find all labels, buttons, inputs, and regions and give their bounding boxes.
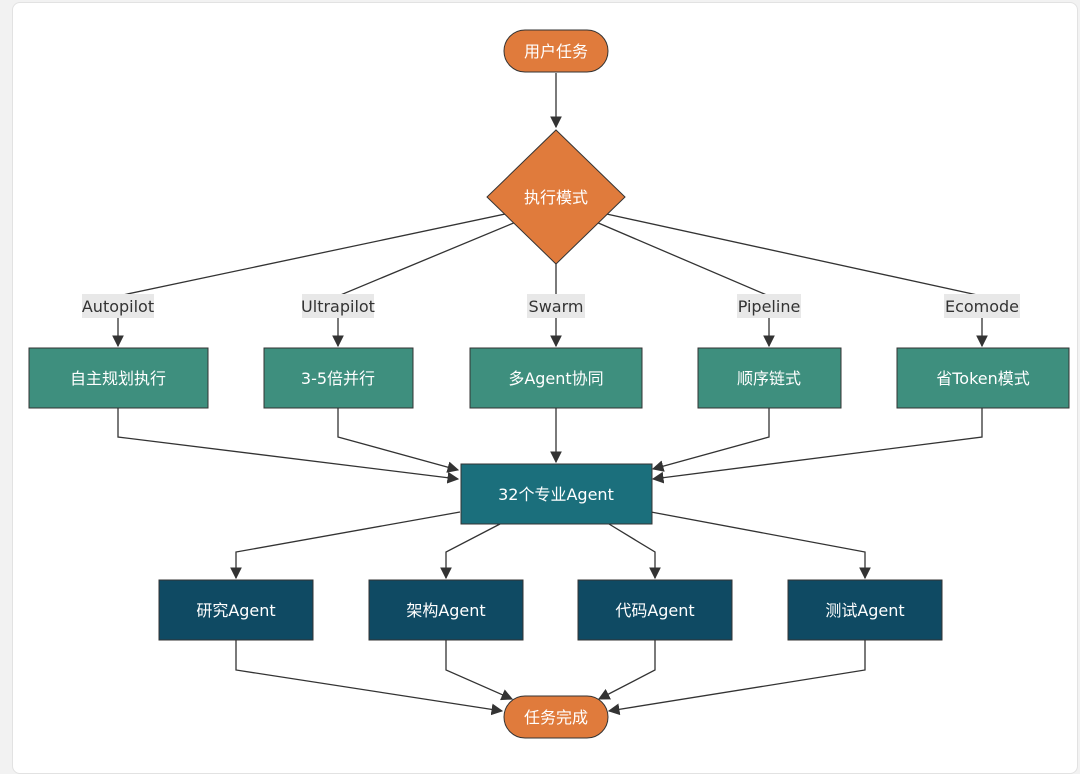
edge-label-bg-swarm <box>527 294 585 318</box>
edge-decision-autopilot <box>112 212 511 348</box>
ecomode-box <box>896 347 1070 409</box>
node-ecomode[interactable]: 省Token模式 <box>896 347 1070 409</box>
architecture-label: 架构Agent <box>406 601 485 620</box>
node-start[interactable]: 用户任务 <box>503 29 609 73</box>
node-pipeline[interactable]: 顺序链式 <box>697 347 842 409</box>
edge-hub-test <box>650 511 871 580</box>
autopilot-label: 自主规划执行 <box>70 369 166 388</box>
research-label: 研究Agent <box>196 601 275 620</box>
edge-ecomode-hub <box>651 408 983 484</box>
code-label: 代码Agent <box>615 601 694 620</box>
node-code[interactable]: 代码Agent <box>577 579 733 641</box>
node-research[interactable]: 研究Agent <box>158 579 314 641</box>
edge-research-end <box>235 640 504 716</box>
ultrapilot-box <box>263 347 414 409</box>
edge-label-pipeline: Pipeline <box>738 297 801 316</box>
node-autopilot[interactable]: 自主规划执行 <box>28 347 209 409</box>
decision-label: 执行模式 <box>524 188 588 207</box>
node-decision[interactable]: 执行模式 <box>486 129 626 265</box>
edge-decision-ultrapilot <box>332 221 517 348</box>
architecture-box <box>368 579 524 641</box>
edge-decision-ecomode <box>601 212 988 348</box>
edge-label-swarm: Swarm <box>529 297 584 316</box>
edge-code-end <box>597 640 656 700</box>
edge-architecture-end <box>445 640 514 701</box>
edge-test-end <box>607 640 866 716</box>
node-test[interactable]: 测试Agent <box>787 579 943 641</box>
hub-box <box>460 463 653 525</box>
node-hub[interactable]: 32个专业Agent <box>460 463 653 525</box>
pipeline-box <box>697 347 842 409</box>
test-box <box>787 579 943 641</box>
edges <box>112 73 988 716</box>
code-box <box>577 579 733 641</box>
decision-diamond <box>486 129 626 265</box>
edge-label-ultrapilot: Ultrapilot <box>301 297 375 316</box>
edge-label-bg-pipeline <box>737 294 801 318</box>
end-pill <box>503 695 609 739</box>
edge-hub-research <box>230 511 461 580</box>
edge-label-bg-ecomode <box>944 294 1020 318</box>
node-ultrapilot[interactable]: 3-5倍并行 <box>263 347 414 409</box>
edge-label-autopilot: Autopilot <box>82 297 154 316</box>
pipeline-label: 顺序链式 <box>737 369 801 388</box>
ecomode-label: 省Token模式 <box>936 369 1030 388</box>
edge-decision-pipeline <box>595 221 775 348</box>
node-swarm[interactable]: 多Agent协同 <box>469 347 643 409</box>
edge-label-ecomode: Ecomode <box>945 297 1019 316</box>
start-pill <box>503 29 609 73</box>
edge-labels: Autopilot Ultrapilot Swarm Pipeline Ecom… <box>82 294 1020 318</box>
swarm-box <box>469 347 643 409</box>
node-architecture[interactable]: 架构Agent <box>368 579 524 641</box>
edge-hub-code <box>608 523 661 580</box>
test-label: 测试Agent <box>825 601 904 620</box>
research-box <box>158 579 314 641</box>
hub-label: 32个专业Agent <box>498 485 614 504</box>
edge-pipeline-hub <box>651 408 770 472</box>
ultrapilot-label: 3-5倍并行 <box>301 369 375 388</box>
swarm-label: 多Agent协同 <box>508 369 603 388</box>
node-end[interactable]: 任务完成 <box>503 695 609 739</box>
edge-hub-architecture <box>440 523 501 580</box>
edge-ultrapilot-hub <box>337 408 460 473</box>
end-label: 任务完成 <box>524 708 588 727</box>
edge-autopilot-hub <box>117 408 460 484</box>
edge-label-bg-autopilot <box>82 294 154 318</box>
edge-label-bg-ultrapilot <box>302 294 374 318</box>
start-label: 用户任务 <box>524 42 588 61</box>
autopilot-box <box>28 347 209 409</box>
